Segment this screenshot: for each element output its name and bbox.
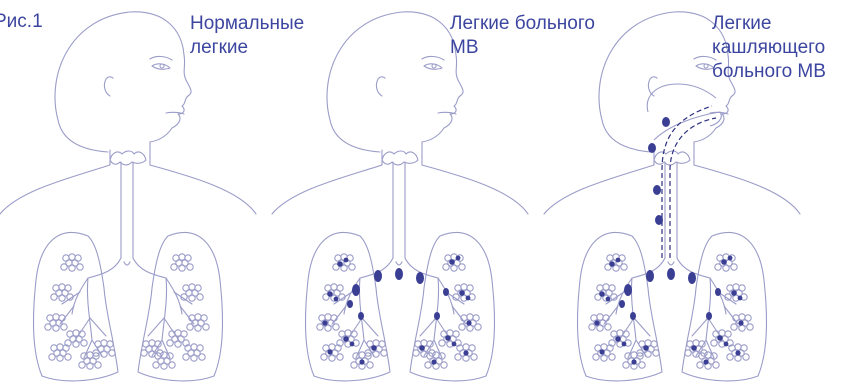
caption-cf-cough: Легкие кашляющего больного МВ — [712, 12, 826, 84]
figure-label: Рис.1 — [0, 10, 43, 34]
expelled-mucus — [648, 117, 670, 225]
cough-airway-outline — [647, 84, 721, 140]
caption-normal-lungs: Нормальные легкие — [190, 12, 304, 60]
caption-cf-lungs: Легкие больного МВ — [450, 12, 595, 60]
panel-normal-lungs — [0, 12, 256, 381]
panel-cf-lungs — [272, 12, 528, 381]
mucus-in-airways — [347, 268, 449, 320]
